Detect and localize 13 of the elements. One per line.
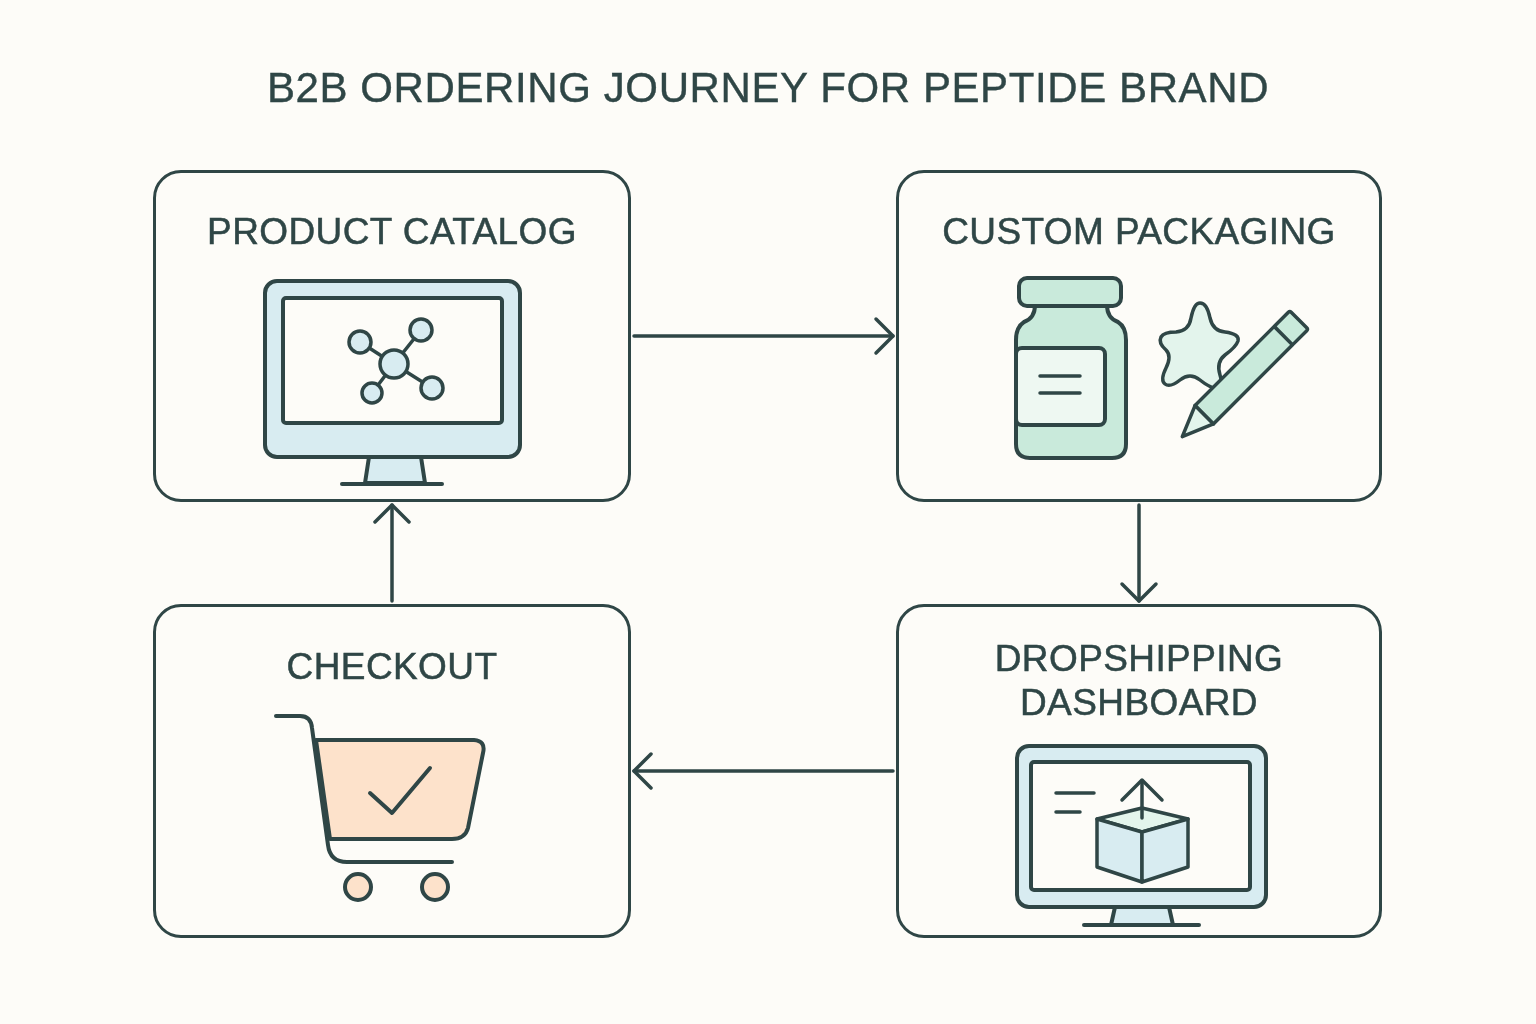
step-box [153, 170, 631, 502]
arrow [632, 752, 895, 790]
arrow [632, 317, 895, 355]
diagram-title: B2B ORDERING JOURNEY FOR PEPTIDE BRAND [266, 63, 1270, 113]
step-title: PRODUCT CATALOG [207, 210, 577, 254]
step-title: CUSTOM PACKAGING [942, 210, 1336, 254]
step-title: CHECKOUT [286, 645, 498, 689]
step-box [153, 604, 631, 938]
step-box [896, 604, 1382, 938]
arrow [1120, 503, 1158, 603]
arrow [373, 503, 411, 603]
step-box [896, 170, 1382, 502]
step-title: DROPSHIPPING DASHBOARD [993, 637, 1285, 725]
